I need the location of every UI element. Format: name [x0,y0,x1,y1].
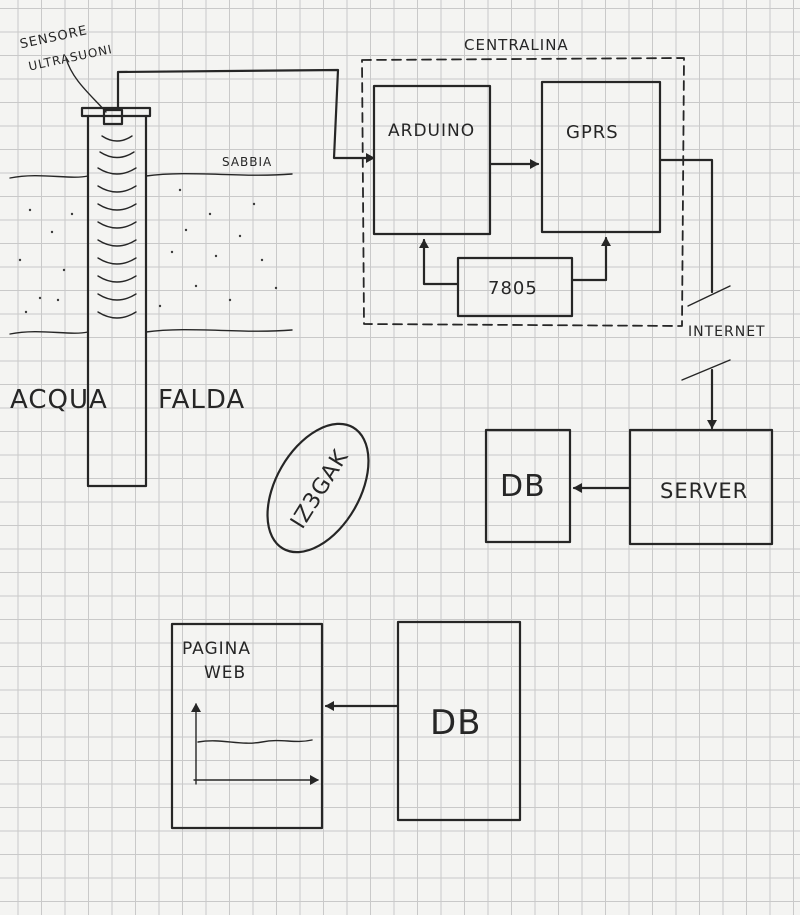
db-top-label: DB [500,469,546,504]
internet-label: INTERNET [688,324,766,340]
ground-lines [9,172,293,335]
sand-surface-left [9,175,89,179]
callsign-label: IZ3GAK [286,445,354,533]
pipe-cap [80,106,152,118]
server-label: SERVER [660,479,748,503]
sensor-to-arduino-arrow [116,68,376,163]
gprs-block [540,80,662,234]
regulator-block [456,256,574,318]
regulator-to-arduino-arrow [419,238,460,286]
web-page-block [170,622,324,830]
db-bottom-label: DB [430,703,482,743]
regulator-to-gprs-arrow [570,236,611,282]
sand-label: SABBIA [222,155,272,169]
water-label: ACQUA [10,385,108,415]
ultrasonic-waves [97,135,137,319]
sand-surface-right [145,172,293,177]
web-page-label-line2: WEB [204,663,246,683]
db-bottom-block [396,620,522,822]
ultrasonic-sensor [102,108,124,126]
water-table-right [145,328,293,333]
internet-break-top [687,285,731,307]
callsign-ellipse [266,422,370,554]
pipe-body [86,114,148,488]
arduino-label: ARDUINO [388,121,475,141]
water-table-left [9,331,89,335]
sensor-label-line1: SENSORE [19,23,90,52]
internet-break-bottom [681,359,731,381]
sensor-leader-line [65,57,107,113]
web-mini-chart [191,703,319,785]
web-page-label-line1: PAGINA [182,639,251,659]
regulator-label: 7805 [488,278,538,299]
centralina-box [361,57,685,327]
arduino-block [372,84,492,236]
mini-chart-line [197,739,313,744]
sand-texture [18,188,278,314]
aquifer-label: FALDA [158,385,245,415]
gprs-label: GPRS [566,122,619,143]
centralina-label: CENTRALINA [464,36,569,54]
db-top-block [484,428,572,544]
well-pipe [80,106,152,488]
gprs-antenna-line [658,158,714,294]
